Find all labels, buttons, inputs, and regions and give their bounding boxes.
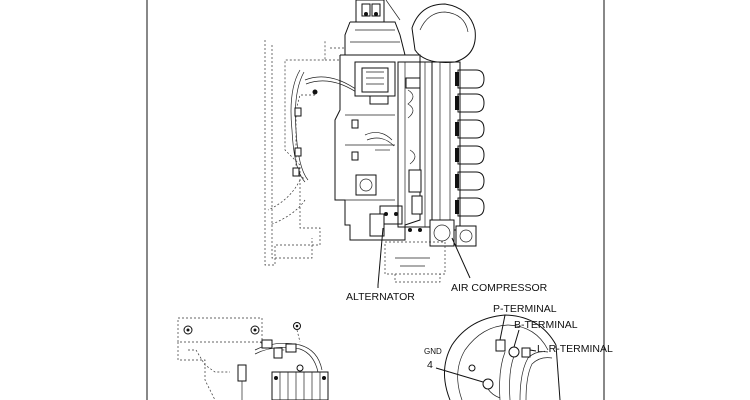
b-terminal-label: B-TERMINAL (514, 319, 578, 331)
b-terminal-post (508, 346, 520, 358)
alternator-bracket-detail (177, 317, 329, 400)
alternator-label: ALTERNATOR (346, 291, 415, 303)
engine-assembly-top-view (264, 0, 485, 288)
gnd-terminal-post (482, 378, 494, 390)
gnd-label: GND (424, 347, 442, 356)
l-r-terminal-block (521, 347, 531, 358)
left-wiring-harness (290, 69, 363, 183)
front-pulley-area (369, 213, 477, 283)
p-terminal-label: P-TERMINAL (493, 303, 557, 315)
turbo-intake (344, 0, 476, 63)
alternator-terminal-view (435, 314, 561, 400)
cylinder-heads (431, 61, 485, 231)
manifold-column (397, 61, 433, 228)
gnd-number-label: 4 (427, 359, 433, 371)
chassis-outline (264, 40, 345, 266)
p-terminal-block (495, 339, 506, 352)
engine-block (334, 54, 421, 241)
air-compressor-label: AIR COMPRESSOR (451, 282, 548, 294)
alternator-leader (377, 227, 384, 288)
page-frame (146, 0, 605, 400)
l-r-terminal-label: L. R-TERMINAL (537, 343, 613, 355)
air-compressor-leader (451, 237, 471, 279)
